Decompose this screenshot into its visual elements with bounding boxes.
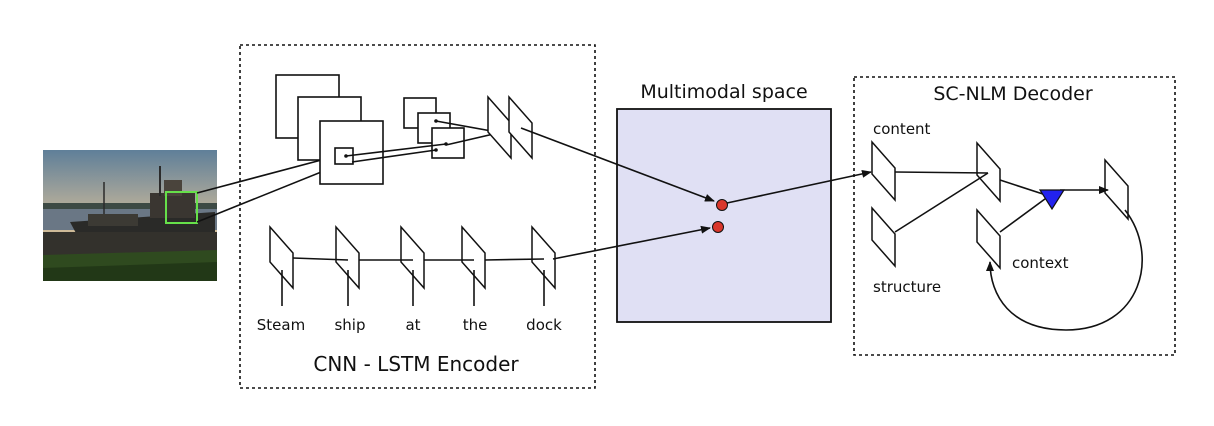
word-label-at: at: [405, 316, 420, 334]
image-region-highlight: [165, 191, 198, 224]
word-label-steam: Steam: [257, 316, 305, 334]
structure-label: structure: [873, 278, 941, 296]
encoder-box: [239, 44, 596, 389]
combine-unit: [976, 141, 1001, 203]
embedding-to-decoder-arrow: [726, 169, 872, 204]
word-label-the: the: [463, 316, 488, 334]
decoder-title: SC-NLM Decoder: [933, 83, 1093, 105]
cnn-feature-maps-large: [275, 74, 384, 185]
gate-triangle: [1038, 189, 1066, 211]
output-unit: [1104, 158, 1129, 221]
content-unit: [871, 140, 896, 202]
structure-unit: [871, 206, 896, 268]
encoder-title: CNN - LSTM Encoder: [313, 352, 519, 376]
word-label-dock: dock: [526, 316, 562, 334]
image-embedding-point: [716, 199, 728, 211]
cnn-fc-layer-2: [508, 95, 533, 160]
decoder-box: [853, 76, 1176, 356]
multimodal-title: Multimodal space: [640, 81, 807, 103]
lstm-units: [269, 225, 556, 290]
image-embedding-arrow: [520, 127, 715, 202]
recurrent-loop: [986, 209, 1143, 331]
context-label: context: [1012, 254, 1069, 272]
multimodal-space: [616, 108, 832, 323]
input-photo: [43, 150, 217, 281]
cnn-fc-layer-1: [487, 95, 512, 160]
sentence-embedding-arrow: [552, 225, 711, 260]
word-label-ship: ship: [334, 316, 365, 334]
content-label: content: [873, 120, 931, 138]
sentence-embedding-point: [712, 221, 724, 233]
cnn-feature-maps-small: [403, 97, 465, 159]
context-unit: [976, 208, 1001, 270]
